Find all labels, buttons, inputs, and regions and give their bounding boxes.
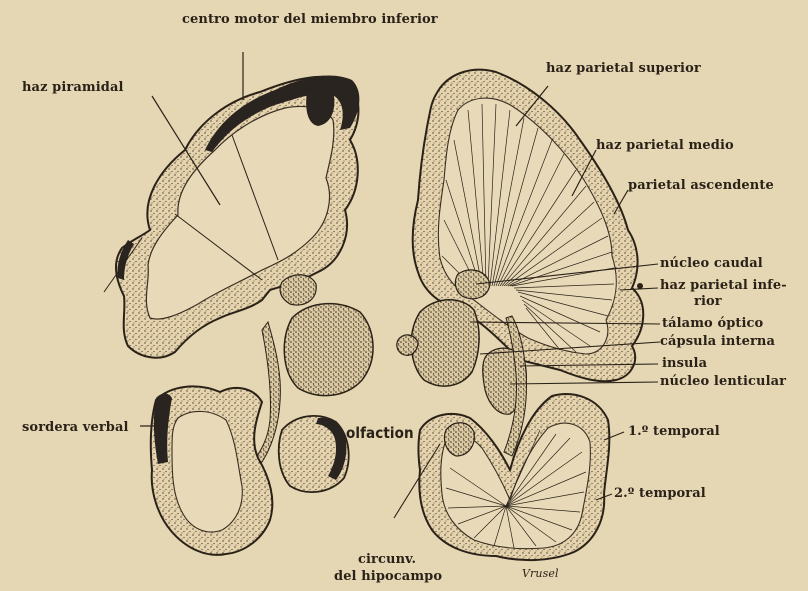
- label-talamo-optico: tálamo óptico: [662, 316, 763, 331]
- left-caudate: [280, 275, 316, 305]
- label-sordera-verbal: sordera verbal: [22, 420, 129, 435]
- label-insula: insula: [662, 356, 707, 371]
- ptr-lenticular: [510, 382, 658, 384]
- label-centro-motor: centro motor del miembro inferior: [182, 12, 438, 27]
- label-capsula-interna: cápsula interna: [660, 334, 775, 349]
- label-haz-parietal-superior: haz parietal superior: [546, 61, 701, 76]
- label-temporal-1: 1.º temporal: [628, 424, 720, 439]
- label-nucleo-lenticular: núcleo lenticular: [660, 374, 786, 389]
- label-temporal-2: 2.º temporal: [614, 486, 706, 501]
- label-parietal-ascendente: parietal ascendente: [628, 178, 774, 193]
- right-thalamus-tip: [397, 335, 418, 355]
- label-circunv-1: circunv.: [358, 552, 416, 567]
- left-lenticular: [284, 304, 373, 396]
- marker-dot: [637, 283, 643, 289]
- right-thalamus: [411, 300, 479, 386]
- left-hemisphere: [104, 52, 373, 555]
- left-internal-capsule: [254, 322, 280, 462]
- label-haz-parietal-inferior-1: haz parietal infe-: [660, 278, 787, 293]
- label-circunv-2: del hipocampo: [334, 569, 442, 584]
- artist-signature: Vrusel: [522, 566, 559, 581]
- label-haz-parietal-inferior-2: rior: [694, 294, 722, 309]
- label-haz-piramidal: haz piramidal: [22, 80, 124, 95]
- label-haz-parietal-medio: haz parietal medio: [596, 138, 734, 153]
- label-nucleo-caudal: núcleo caudal: [660, 256, 763, 271]
- label-olfaction: olfaction: [346, 426, 414, 441]
